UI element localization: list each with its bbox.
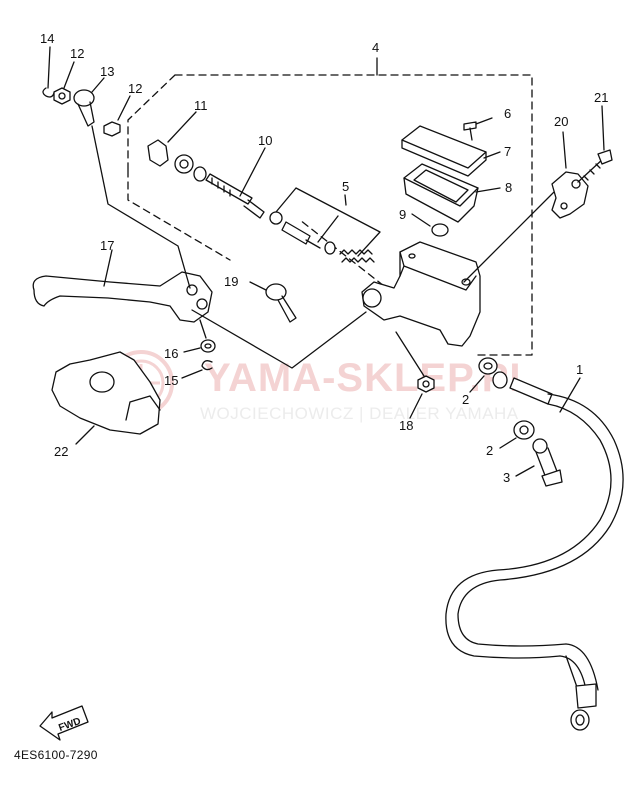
diagram-reference-code: 4ES6100-7290 [14,748,98,762]
part-number-14: 14 [40,31,54,46]
part-number-21: 21 [594,90,608,105]
lever-cover-icon [51,351,161,435]
clip-icon [42,87,55,98]
reservoir-cap-icon [401,125,487,177]
part-number-22: 22 [54,444,68,459]
watermark-tagline: WOJCIECHOWICZ | DEALER YAMAHA [200,404,519,423]
washer-icon [200,339,216,353]
union-bolt-icon [532,438,563,487]
piston-kit-icon [269,211,375,263]
plate-icon [431,223,449,237]
brake-hose-icon [445,377,624,731]
part-number-12: 12 [128,81,142,96]
diaphragm-icon [403,163,479,223]
part-number-18: 18 [399,418,413,433]
part-number-10: 10 [258,133,272,148]
assembly-boundary [127,74,533,356]
nut-icon [103,121,121,137]
nut-icon [53,87,71,105]
part-number-19: 19 [224,274,238,289]
part-number-13: 13 [100,64,114,79]
screw-icon [463,121,477,141]
leader-13-lever [91,125,191,289]
part-number-6: 6 [504,106,511,121]
leader-5 [275,187,381,257]
copper-washer-icon [513,420,535,440]
copper-washer-icon [478,357,498,375]
leader-19-body [191,309,367,369]
part-number-4: 4 [372,40,379,55]
part-number-16: 16 [164,346,178,361]
part-number-11: 11 [194,98,208,113]
leader-20 [463,185,561,283]
part-number-9: 9 [399,207,406,222]
part-number-2: 2 [462,392,469,407]
brake-lever-icon [32,271,213,323]
master-cylinder-body [361,241,481,347]
bolt-icon [265,283,297,323]
part-number-5: 5 [342,179,349,194]
part-number-15: 15 [164,373,178,388]
part-number-8: 8 [505,180,512,195]
part-number-1: 1 [576,362,583,377]
dust-boot-icon [147,139,207,182]
circlip-icon [201,360,213,371]
part-number-3: 3 [503,470,510,485]
push-rod-icon [205,173,265,219]
nut-icon [417,375,435,393]
part-number-20: 20 [554,114,568,129]
part-number-17: 17 [100,238,114,253]
part-number-12: 12 [70,46,84,61]
bolt-icon [577,149,613,183]
union-fitting-icon [492,371,508,389]
forward-arrow-icon [39,705,89,741]
pivot-bolt-icon [73,89,95,127]
clamp-bracket-icon [551,171,589,219]
part-number-2: 2 [486,443,493,458]
part-number-7: 7 [504,144,511,159]
